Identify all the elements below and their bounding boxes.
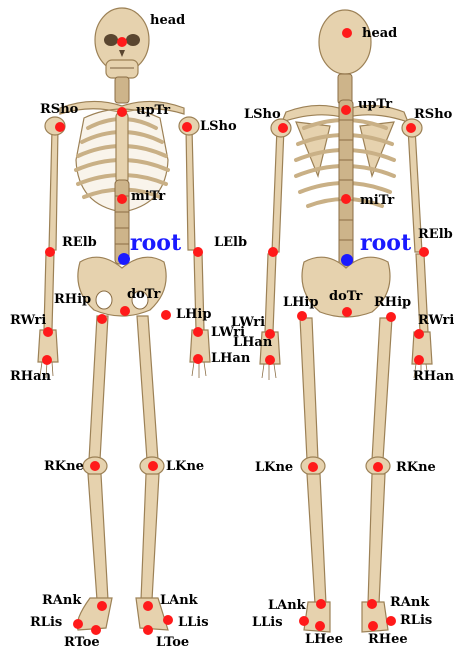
marker-head-back: [342, 28, 352, 38]
marker-rwri-back: [414, 329, 424, 339]
label-dotr-back: doTr: [329, 289, 362, 304]
marker-rhip-front: [97, 314, 107, 324]
label-lhee-back: LHee: [305, 632, 343, 647]
label-ltoe-front: LToe: [156, 635, 189, 648]
label-relb-front: RElb: [62, 235, 97, 250]
label-rwri-back: RWri: [418, 313, 454, 328]
marker-rhan-front: [42, 355, 52, 365]
label-lwri-back: LWri: [231, 315, 265, 330]
marker-rank-back: [367, 599, 377, 609]
label-rank-back: RAnk: [390, 595, 430, 610]
marker-lelb-front: [193, 247, 203, 257]
marker-lank-front: [143, 601, 153, 611]
label-head-front: head: [150, 13, 185, 28]
marker-lwri-front: [193, 327, 203, 337]
label-rkne-back: RKne: [396, 460, 436, 475]
marker-dotr-back: [342, 307, 352, 317]
label-rtoe-front: RToe: [64, 635, 100, 648]
label-rank-front: RAnk: [42, 593, 82, 608]
label-mitr-front: miTr: [131, 189, 165, 204]
marker-relb-front: [45, 247, 55, 257]
label-rlis-front: RLis: [30, 615, 62, 630]
label-rsho-back: RSho: [414, 107, 453, 122]
marker-root-back: [341, 254, 353, 266]
label-lelb-front: LElb: [214, 235, 247, 250]
marker-relb-back: [419, 247, 429, 257]
label-rhan-front: RHan: [10, 369, 52, 384]
marker-rhip-back: [386, 312, 396, 322]
label-root-back: root: [360, 230, 412, 256]
label-mitr-back: miTr: [360, 193, 394, 208]
marker-dotr-front: [120, 306, 130, 316]
label-rsho-front: RSho: [40, 102, 79, 117]
marker-lelb-back: [268, 247, 278, 257]
label-lhip-back: LHip: [283, 295, 318, 310]
label-lhan-back: LHan: [233, 335, 273, 350]
label-rwri-front: RWri: [10, 313, 46, 328]
marker-llis-back: [299, 616, 309, 626]
marker-rsho-back: [406, 123, 416, 133]
marker-lsho-back: [278, 123, 288, 133]
marker-lhip-front: [161, 310, 171, 320]
marker-mitr-back: [341, 194, 351, 204]
label-lhip-front: LHip: [176, 307, 211, 322]
marker-head-front: [117, 37, 127, 47]
label-lhan-front: LHan: [211, 351, 251, 366]
marker-lkne-front: [148, 461, 158, 471]
label-lsho-back: LSho: [244, 107, 281, 122]
marker-lank-back: [316, 599, 326, 609]
marker-mitr-front: [117, 194, 127, 204]
marker-rlis-back: [386, 616, 396, 626]
label-root-front: root: [130, 230, 182, 256]
marker-rhee-back: [368, 621, 378, 631]
label-uptr-front: upTr: [136, 103, 170, 118]
marker-rhan-back: [414, 355, 424, 365]
marker-ltoe-front: [143, 625, 153, 635]
marker-uptr-back: [341, 105, 351, 115]
marker-llis-front: [163, 615, 173, 625]
label-uptr-back: upTr: [358, 97, 392, 112]
label-llis-back: LLis: [252, 615, 283, 630]
marker-rkne-front: [90, 461, 100, 471]
label-lkne-front: LKne: [166, 459, 204, 474]
marker-lkne-back: [308, 462, 318, 472]
marker-lhan-back: [265, 355, 275, 365]
marker-root-front: [118, 253, 130, 265]
label-rlis-back: RLis: [400, 613, 432, 628]
label-llis-front: LLis: [178, 615, 209, 630]
label-relb-back: RElb: [418, 227, 453, 242]
label-lsho-front: LSho: [200, 119, 237, 134]
label-head-back: head: [362, 26, 397, 41]
marker-rsho-front: [55, 122, 65, 132]
label-rhan-back: RHan: [413, 369, 455, 384]
marker-lhip-back: [297, 311, 307, 321]
label-rhee-back: RHee: [368, 632, 408, 647]
marker-rank-front: [97, 601, 107, 611]
marker-lhee-back: [315, 621, 325, 631]
label-lkne-back: LKne: [255, 460, 293, 475]
marker-rlis-front: [73, 619, 83, 629]
label-rhip-front: RHip: [54, 292, 91, 307]
label-lank-front: LAnk: [160, 593, 199, 608]
marker-uptr-front: [117, 107, 127, 117]
label-dotr-front: doTr: [127, 287, 160, 302]
label-lank-back: LAnk: [268, 598, 307, 613]
back-skeleton: [260, 10, 432, 632]
label-rkne-front: RKne: [44, 459, 84, 474]
marker-lsho-front: [182, 122, 192, 132]
marker-rkne-back: [373, 462, 383, 472]
marker-lhan-front: [193, 354, 203, 364]
marker-rwri-front: [43, 327, 53, 337]
label-rhip-back: RHip: [374, 295, 411, 310]
marker-rtoe-front: [91, 625, 101, 635]
